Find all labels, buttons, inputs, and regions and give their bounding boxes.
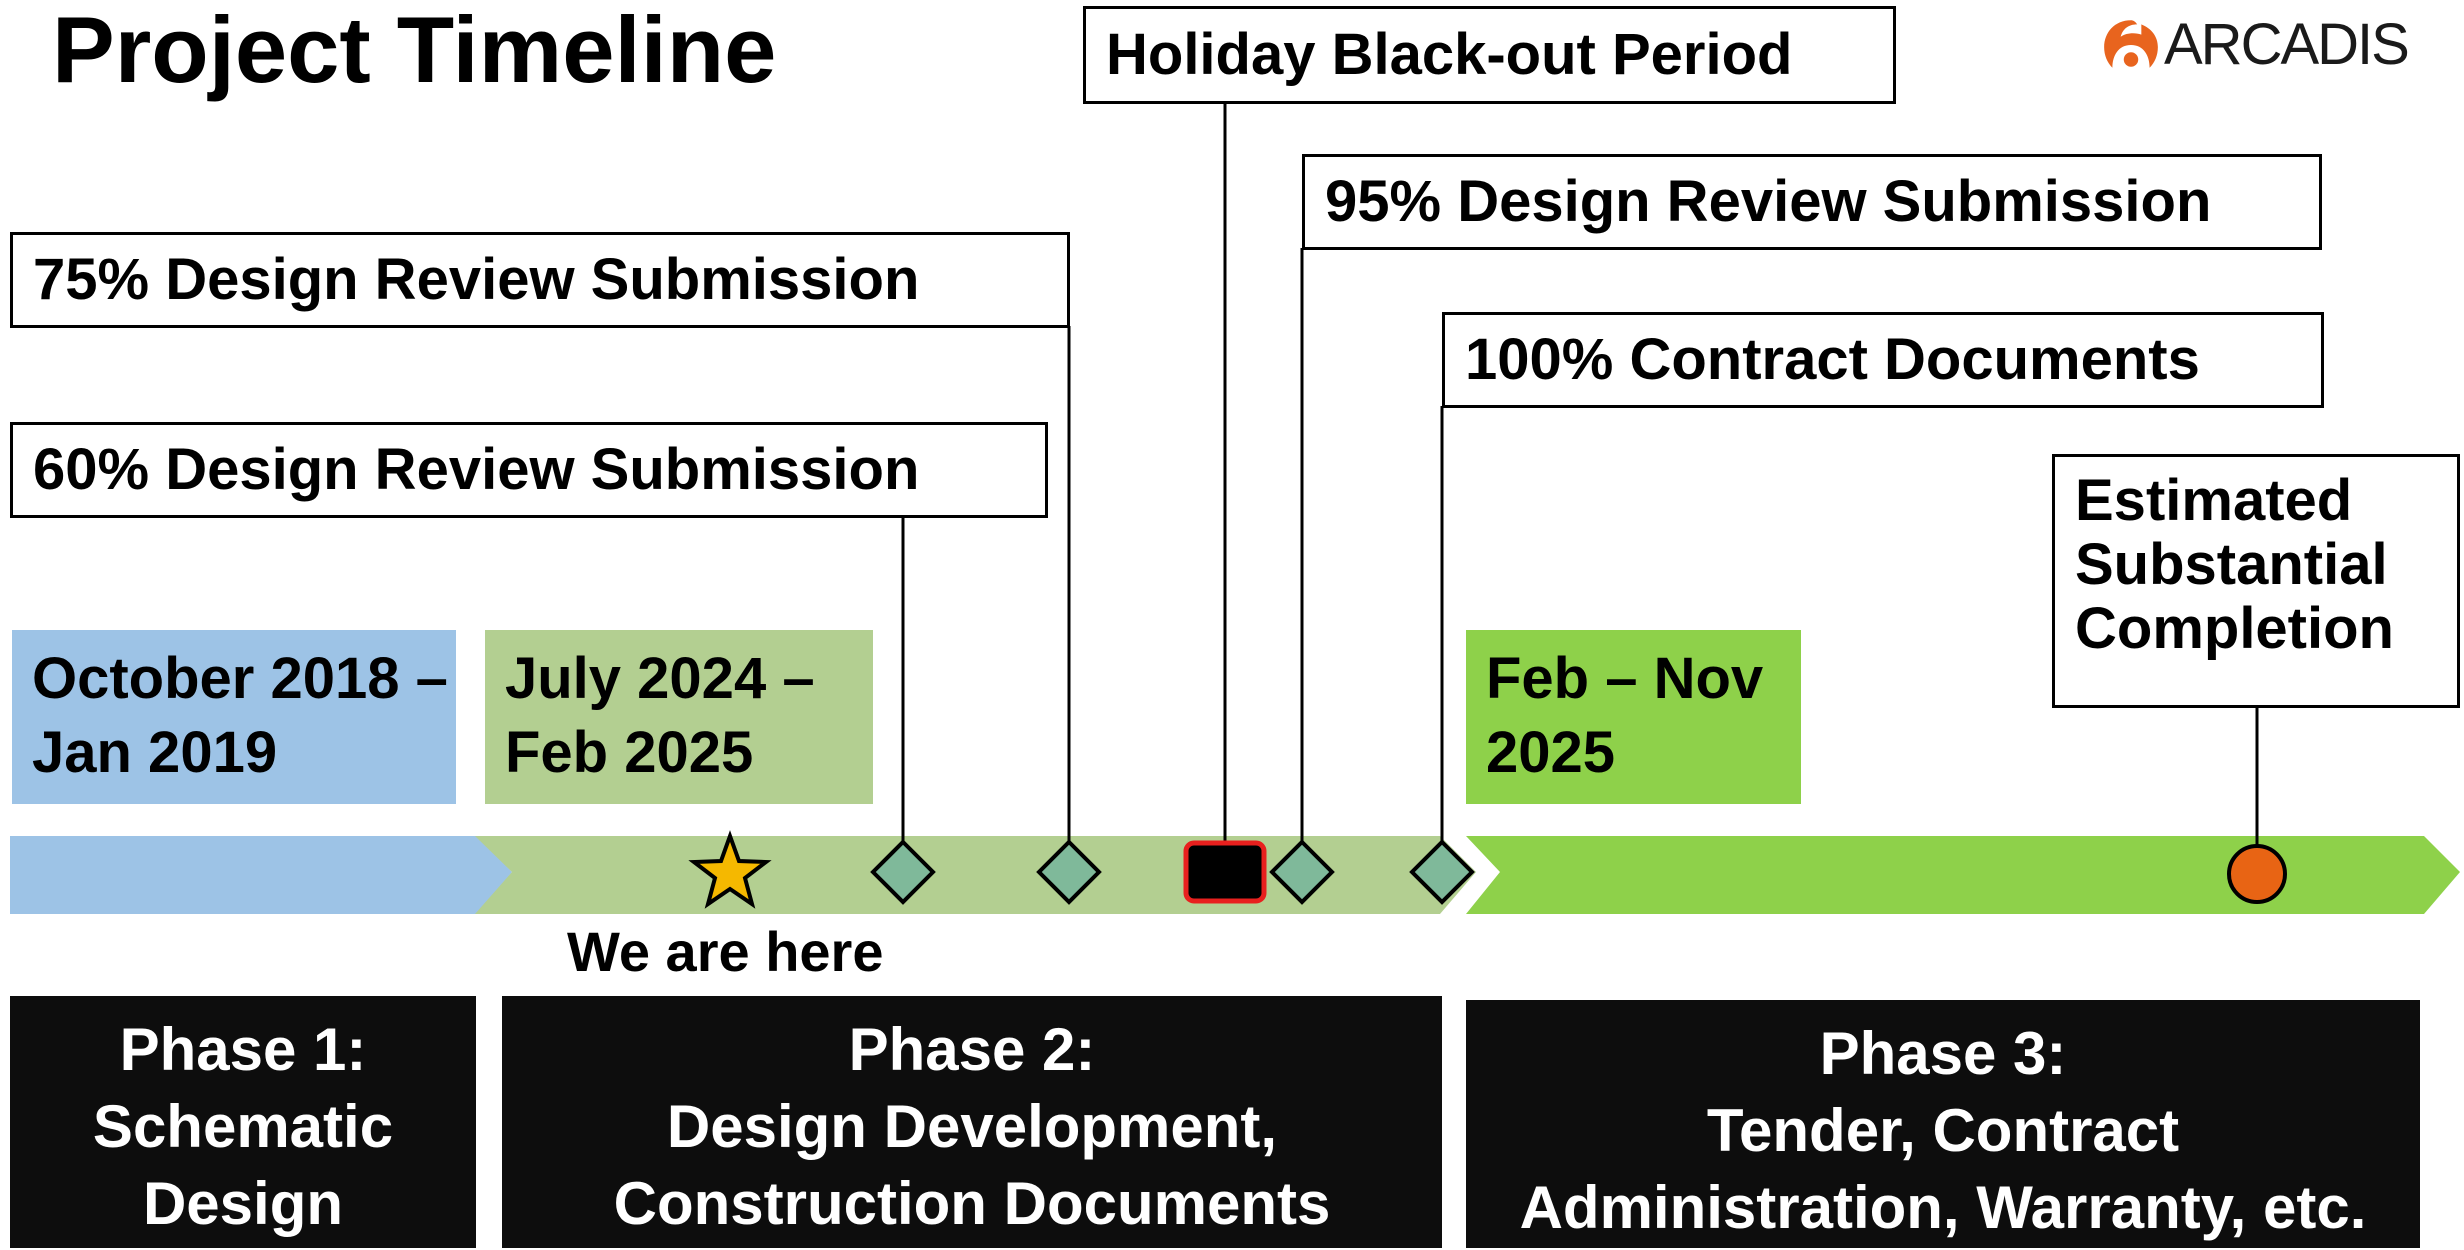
phase3-date-range: Feb – Nov 2025 (1466, 630, 1801, 804)
review-95-callout: 95% Design Review Submission (1302, 154, 2322, 250)
arcadis-logo-icon (2104, 20, 2158, 68)
milestone-75-diamond-icon (1036, 839, 1102, 905)
we-are-here-label: We are here (567, 920, 884, 983)
phase-1-box: Phase 1: Schematic Design (10, 996, 476, 1248)
milestone-100-diamond-icon (1409, 839, 1475, 905)
page-title: Project Timeline (52, 0, 777, 102)
milestone-60-diamond-icon (870, 839, 936, 905)
phase1-timeline-bar (10, 836, 512, 914)
phase-1-heading: Phase 1: (119, 1016, 367, 1083)
phase3-timeline-bar (1466, 836, 2460, 914)
phase1-date-range: October 2018 – Jan 2019 (12, 630, 456, 804)
milestone-95-diamond-icon (1269, 839, 1335, 905)
phase-2-name: Design Development, Construction Documen… (613, 1093, 1331, 1237)
review-60-callout: 60% Design Review Submission (10, 422, 1048, 518)
completion-circle-icon (2227, 844, 2287, 904)
arcadis-logo: ARCADIS (2100, 10, 2420, 80)
phase-2-box: Phase 2: Design Development, Constructio… (502, 996, 1442, 1248)
substantial-completion-callout: Estimated Substantial Completion (2052, 454, 2460, 708)
phase-3-name: Tender, Contract Administration, Warrant… (1519, 1097, 2367, 1241)
holiday-blackout-marker (1183, 840, 1267, 904)
review-75-callout: 75% Design Review Submission (10, 232, 1070, 328)
phase-2-heading: Phase 2: (848, 1016, 1096, 1083)
logo-text: ARCADIS (2164, 12, 2410, 77)
phase-3-box: Phase 3: Tender, Contract Administration… (1466, 1000, 2420, 1248)
phase2-date-range: July 2024 – Feb 2025 (485, 630, 873, 804)
phase-3-heading: Phase 3: (1819, 1020, 2067, 1087)
contract-100-callout: 100% Contract Documents (1442, 312, 2324, 408)
holiday-blackout-callout: Holiday Black-out Period (1083, 6, 1896, 104)
we-are-here-star-icon (688, 830, 772, 909)
phase-1-name: Schematic Design (92, 1093, 394, 1237)
